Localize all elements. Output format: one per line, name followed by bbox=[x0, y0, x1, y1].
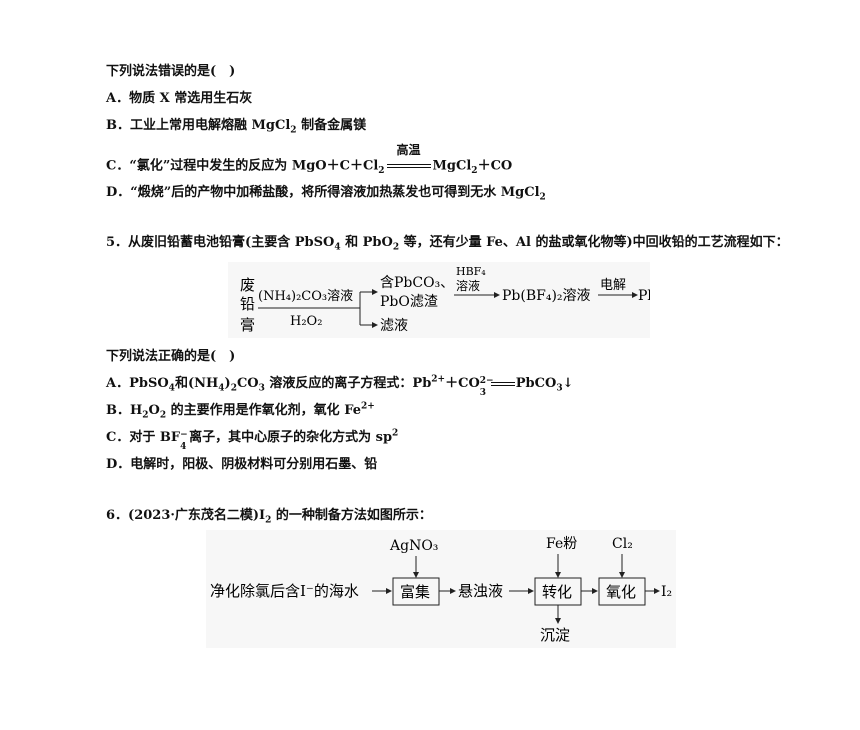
flow-reagent3-line2: 溶液 bbox=[456, 278, 480, 293]
q4-option-a: A．物质 X 常选用生石灰 bbox=[106, 91, 253, 106]
flow-reagent1: (NH₄)₂CO₃溶液 bbox=[258, 289, 353, 304]
flow-reagent4: 电解 bbox=[600, 278, 626, 293]
flow-reagent2: H₂O₂ bbox=[290, 314, 322, 329]
flow-box2: 转化 bbox=[542, 583, 572, 601]
q4-option-d: D．“煅烧”后的产物中加稀盐酸，将所得溶液加热蒸发也可得到无水 MgCl2 bbox=[106, 185, 546, 203]
flow-mid: Pb(BF₄)₂溶液 bbox=[502, 288, 591, 304]
flow-end: Pb bbox=[638, 288, 650, 304]
flow-output: I₂ bbox=[661, 584, 672, 600]
flow-reagent3-line1: HBF₄ bbox=[456, 265, 486, 278]
q5-option-d: D．电解时，阳极、阴极材料可分别用石墨、铅 bbox=[106, 457, 378, 472]
flow-reagent2: Fe粉 bbox=[546, 536, 577, 552]
equal-sign bbox=[490, 377, 516, 391]
flow-start-3: 膏 bbox=[240, 316, 255, 334]
flow-start-2: 铅 bbox=[240, 295, 255, 313]
equal-sign-condition: 高温 bbox=[385, 143, 433, 174]
flow-mid: 悬浊液 bbox=[458, 582, 503, 600]
q5-flowchart: 废 铅 膏 (NH₄)₂CO₃溶液 H₂O₂ 含PbCO₃、 PbO滤渣 滤液 … bbox=[228, 262, 650, 338]
q5-option-b: B．H2O2 的主要作用是作氧化剂，氧化 Fe2+ bbox=[106, 401, 375, 421]
q4-prompt: 下列说法错误的是( ) bbox=[106, 64, 236, 79]
flow-input: 净化除氯后含I⁻的海水 bbox=[210, 582, 359, 600]
flow-box1: 富集 bbox=[400, 583, 430, 601]
flow-below: 沉淀 bbox=[540, 626, 570, 644]
flow-reagent3: Cl₂ bbox=[612, 536, 633, 552]
flow-box3: 氧化 bbox=[606, 583, 636, 601]
flow-reagent1: AgNO₃ bbox=[389, 538, 438, 554]
q6-flowchart: 净化除氯后含I⁻的海水 AgNO₃ 富集 悬浊液 Fe粉 转化 沉淀 Cl₂ 氧… bbox=[206, 530, 676, 648]
flow-product1-line2: PbO滤渣 bbox=[380, 294, 438, 310]
q4-option-b: B．工业上常用电解熔融 MgCl2 制备金属镁 bbox=[106, 118, 367, 136]
q5-stem: 5．从废旧铅蓄电池铅膏(主要含 PbSO4 和 PbO2 等，还有少量 Fe、A… bbox=[106, 235, 789, 253]
q6-stem: 6．(2023·广东茂名二模)I2 的一种制备方法如图所示： bbox=[106, 508, 432, 526]
q5-prompt: 下列说法正确的是( ) bbox=[106, 349, 236, 364]
flow-product2: 滤液 bbox=[380, 318, 408, 334]
flow-start-1: 废 bbox=[240, 276, 255, 294]
flow-product1-line1: 含PbCO₃、 bbox=[380, 275, 454, 291]
